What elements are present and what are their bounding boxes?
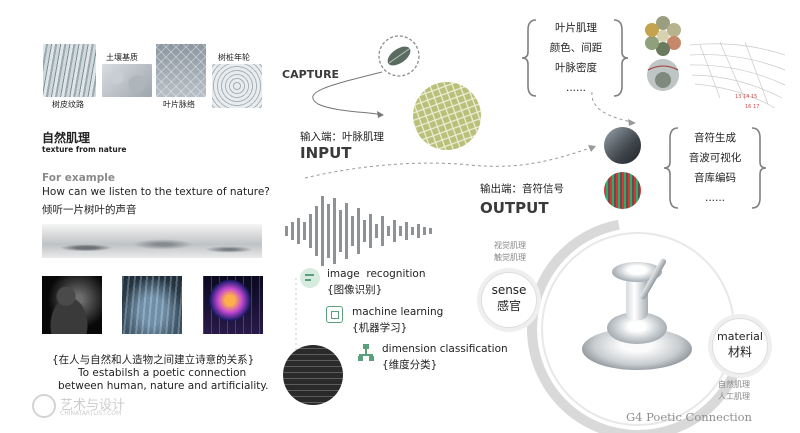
product-outer-arc [527, 218, 749, 433]
sound-feature-item: 音波可视化 [688, 152, 742, 164]
sound-features-list: 音符生成 音波可视化 音库编码 ...... [678, 128, 752, 208]
method-dimension-classification-cn: {维度分类} [382, 359, 438, 371]
sound-features-left-brace [663, 127, 679, 209]
footer-title: G4 Poetic Connection [626, 410, 752, 424]
touch-texture-label: 触觉肌理 [494, 253, 526, 262]
method-image-recognition-cn: {图像识别} [327, 284, 383, 296]
tree-rings-texture-image [212, 64, 262, 108]
image-recognition-icon [300, 268, 320, 288]
music-studio-photo [604, 127, 641, 164]
leaf-feature-item: ...... [565, 82, 587, 94]
sound-waveform [285, 196, 432, 266]
sense-en: sense [491, 283, 527, 297]
waterfall-image [122, 276, 182, 334]
artificial-texture-label: 人工肌理 [718, 392, 750, 401]
sound-features-right-brace [751, 127, 767, 209]
mixer-screen-photo [604, 172, 641, 209]
sound-feature-item: 音库编码 [694, 172, 736, 184]
leaf-feature-item: 颜色、间距 [549, 42, 603, 54]
glowing-sphere-image [203, 276, 263, 334]
vein-density-diagram [689, 41, 786, 109]
material-en: material [717, 330, 763, 343]
input-label: INPUT [300, 144, 352, 162]
watermark-text: 艺术与设计 [60, 398, 126, 413]
capture-dashed-circle [378, 35, 420, 77]
svg-text:13 14 15: 13 14 15 [735, 94, 757, 100]
leaf-macro-photo [413, 82, 481, 150]
leaf-feature-item: 叶片肌理 [555, 22, 597, 34]
leaf-sample-circle [647, 59, 679, 91]
nature-title-en: texture from nature [42, 145, 127, 154]
connection-en-line1: To estabilsh a poetic connection [78, 367, 247, 379]
hierarchy-icon [358, 344, 374, 362]
output-cn-label: 输出端：音符信号 [480, 183, 564, 195]
method-image-recognition-en: image recognition [327, 268, 426, 280]
leaf-features-right-brace [613, 19, 629, 97]
sound-feature-item: ...... [704, 192, 726, 204]
method-machine-learning-en: machine learning [352, 306, 444, 318]
material-cn: 材料 [727, 345, 752, 359]
watermark-logo-icon [32, 394, 56, 418]
soil-texture-image [102, 64, 152, 97]
sound-feature-item: 音符生成 [694, 132, 736, 144]
tree-rings-texture-label: 树桩年轮 [218, 53, 250, 62]
glass-product-image [562, 250, 712, 390]
leaf-features-left-brace [521, 19, 537, 97]
connection-en-line2: between human, nature and artificiality. [58, 380, 269, 392]
visual-texture-label: 视觉肌理 [494, 241, 526, 250]
capture-label: CAPTURE [282, 68, 340, 81]
example-label: For example [42, 172, 115, 184]
leaf-feature-item: 叶脉密度 [555, 62, 597, 74]
sense-cn: 感官 [496, 299, 521, 313]
features-dashed-line [591, 91, 633, 123]
ink-landscape-image [42, 224, 262, 258]
nature-title-cn: 自然肌理 [42, 131, 91, 145]
method-dimension-classification-en: dimension classification [382, 343, 508, 355]
natural-texture-label: 自然肌理 [718, 380, 750, 389]
code-screen-image [283, 345, 343, 405]
input-cn-label: 输入端：叶脉肌理 [300, 131, 384, 143]
sense-badge: sense 感官 [481, 272, 537, 328]
example-question-cn: 倾听一片树叶的声音 [42, 204, 137, 216]
leaf-features-list: 叶片肌理 颜色、间距 叶脉密度 ...... [540, 18, 612, 98]
svg-text:16 17: 16 17 [745, 104, 759, 110]
bark-texture-image [43, 44, 96, 97]
connection-cn: {在人与自然和人造物之间建立诗意的关系} [52, 354, 255, 366]
capture-curve [312, 71, 383, 116]
material-badge: material 材料 [712, 318, 768, 374]
leaf-vein-texture-label: 叶片脉络 [163, 100, 195, 109]
leaf-vein-texture-image [156, 44, 206, 97]
input-to-output-dashed-line [304, 147, 591, 179]
bark-texture-label: 树皮纹路 [52, 100, 84, 109]
output-label: OUTPUT [480, 199, 549, 217]
soil-texture-label: 土壤基质 [106, 53, 138, 62]
machine-learning-icon [326, 306, 343, 323]
person-silhouette-image [42, 276, 102, 334]
watermark-subtext: CHINATARTLIST.COM [60, 410, 122, 417]
leaf-color-swatch [645, 16, 681, 56]
example-question: How can we listen to the texture of natu… [42, 186, 270, 198]
leaf-icon [387, 46, 411, 66]
method-machine-learning-cn: {机器学习} [352, 322, 408, 334]
